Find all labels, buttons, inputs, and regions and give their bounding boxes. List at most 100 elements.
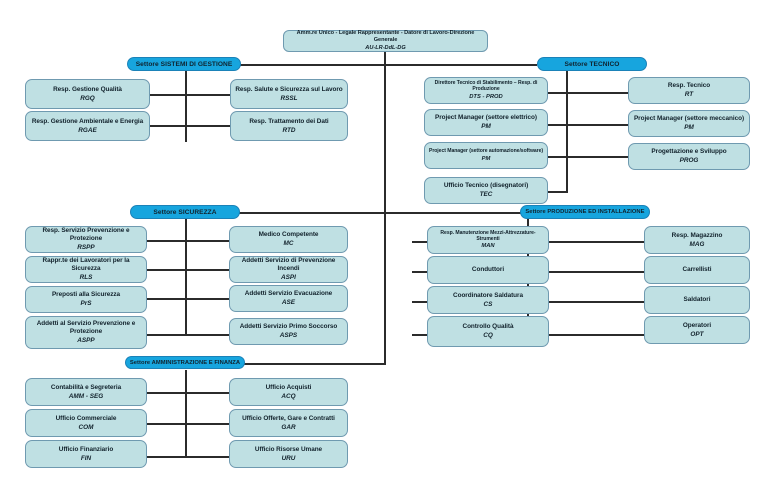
sector-header-amministrazione-finanza[interactable]: Settore AMMINISTRAZIONE E FINANZA xyxy=(125,356,245,369)
node-code: RGAE xyxy=(78,126,97,134)
node-dts-prod[interactable]: Direttore Tecnico di Stabilimento – Resp… xyxy=(424,77,548,104)
node-ufficio-tecnico[interactable]: Ufficio Tecnico (disegnatori) TEC xyxy=(424,177,548,204)
node-title: Ufficio Offerte, Gare e Contratti xyxy=(242,414,335,422)
branch-to-sector-1 xyxy=(384,64,537,66)
node-mag[interactable]: Resp. Magazzino MAG xyxy=(644,226,750,254)
arm-sector-0-row-0 xyxy=(150,94,230,96)
node-rtd[interactable]: Resp. Trattamento dei Dati RTD xyxy=(230,111,348,141)
node-saldatori[interactable]: Saldatori xyxy=(644,286,750,314)
node-code: RT xyxy=(684,91,694,98)
node-uru[interactable]: Ufficio Risorse Umane URU xyxy=(229,440,348,468)
node-code: RTD xyxy=(282,126,296,134)
node-code: COM xyxy=(78,423,94,431)
sector-header-sicurezza[interactable]: Settore SICUREZZA xyxy=(130,205,240,219)
node-title: Rappr.te dei Lavoratori per la Sicurezza xyxy=(42,257,130,272)
arm-sector-2-row-1 xyxy=(147,269,229,271)
node-pm-elettrico[interactable]: Project Manager (settore elettrico) PM xyxy=(424,109,548,136)
node-title: Addetti Servizio di Prevenzione Incendi xyxy=(241,257,336,272)
node-code: RSPP xyxy=(77,244,95,251)
arm-sector-4-row-1 xyxy=(147,423,229,425)
arm-sector-4-row-0 xyxy=(147,392,229,394)
node-title: Addetti Servizio Primo Soccorso xyxy=(239,323,338,330)
arm-sector-4-row-2 xyxy=(147,456,229,458)
node-title: Resp. Salute e Sicurezza sul Lavoro xyxy=(235,85,343,93)
arm-sector-1-row-1 xyxy=(548,124,628,126)
node-code: MAG xyxy=(689,240,705,248)
node-com[interactable]: Ufficio Commerciale COM xyxy=(25,409,147,437)
node-code: DTS - PROD xyxy=(469,93,503,100)
node-code: MC xyxy=(283,240,294,247)
node-code: RGQ xyxy=(80,94,95,102)
node-title: Contabilità e Segreteria xyxy=(50,383,122,391)
arm-sector-2-row-0 xyxy=(147,240,229,242)
node-cs[interactable]: Coordinatore Saldatura CS xyxy=(427,286,549,314)
branch-to-sector-3 xyxy=(384,212,528,214)
node-prs[interactable]: Preposti alla Sicurezza PrS xyxy=(25,286,147,313)
node-title: Controllo Qualità xyxy=(462,323,514,330)
node-code: PrS xyxy=(80,300,92,307)
node-rgae[interactable]: Resp. Gestione Ambientale e Energia RGAE xyxy=(25,111,150,141)
node-aspi[interactable]: Addetti Servizio di Prevenzione Incendi … xyxy=(229,256,348,283)
sector-header-sistemi-di-gestione[interactable]: Settore SISTEMI DI GESTIONE xyxy=(127,57,241,71)
node-mc[interactable]: Medico Competente MC xyxy=(229,226,348,253)
sector-header-label: Settore SISTEMI DI GESTIONE xyxy=(135,60,233,68)
node-title: Coordinatore Saldatura xyxy=(453,291,523,299)
node-man[interactable]: Resp. Manutenzione Mezzi-Attrezzature-St… xyxy=(427,226,549,254)
node-title: Project Manager (settore elettrico) xyxy=(435,114,537,121)
node-fin[interactable]: Ufficio Finanziario FIN xyxy=(25,440,147,468)
sector-header-tecnico[interactable]: Settore TECNICO xyxy=(537,57,647,71)
node-code: GAR xyxy=(281,423,296,431)
node-title: Ufficio Tecnico (disegnatori) xyxy=(443,182,529,189)
node-amm-seg[interactable]: Contabilità e Segreteria AMM - SEG xyxy=(25,378,147,406)
node-title: Resp. Manutenzione Mezzi-Attrezzature-St… xyxy=(440,229,536,242)
arm-sector-2-row-3 xyxy=(147,334,229,336)
node-code: PM xyxy=(481,123,491,130)
node-title: Ufficio Commerciale xyxy=(55,414,117,422)
sector-header-label: Settore PRODUZIONE ED INSTALLAZIONE xyxy=(525,209,645,215)
node-code: FIN xyxy=(80,454,92,462)
node-code: RLS xyxy=(79,274,93,281)
node-code: MAN xyxy=(481,243,495,250)
arm-sector-1-row-0 xyxy=(548,92,628,94)
node-title: Resp. Trattamento dei Dati xyxy=(249,117,329,125)
node-rgq[interactable]: Resp. Gestione Qualità RGQ xyxy=(25,79,150,109)
node-title: Carrellisti xyxy=(682,265,712,273)
node-rls[interactable]: Rappr.te dei Lavoratori per la Sicurezza… xyxy=(25,256,147,283)
sector-header-produzione-installazione[interactable]: Settore PRODUZIONE ED INSTALLAZIONE xyxy=(520,205,650,219)
trunk-vertical-main xyxy=(384,52,386,365)
node-code: ASPS xyxy=(279,332,298,339)
node-prog[interactable]: Progettazione e Sviluppo PROG xyxy=(628,143,750,170)
node-code: PM xyxy=(684,124,694,131)
node-title: Resp. Magazzino xyxy=(671,231,723,239)
node-title: Direttore Tecnico di Stabilimento – Resp… xyxy=(434,80,538,93)
node-acq[interactable]: Ufficio Acquisti ACQ xyxy=(229,378,348,406)
node-title: Progettazione e Sviluppo xyxy=(651,148,727,155)
node-cq[interactable]: Controllo Qualità CQ xyxy=(427,316,549,347)
node-rspp[interactable]: Resp. Servizio Prevenzione e Protezione … xyxy=(25,226,147,253)
node-title: Project Manager (settore meccanico) xyxy=(633,115,745,122)
node-title: Resp. Tecnico xyxy=(667,82,711,89)
node-conduttori[interactable]: Conduttori xyxy=(427,256,549,284)
spine-sector-1 xyxy=(566,71,568,193)
node-title: Resp. Gestione Qualità xyxy=(53,85,122,93)
sector-header-label: Settore AMMINISTRAZIONE E FINANZA xyxy=(129,359,241,366)
node-pm-meccanico[interactable]: Project Manager (settore meccanico) PM xyxy=(628,110,750,137)
node-rt[interactable]: Resp. Tecnico RT xyxy=(628,77,750,104)
arm-sector-2-row-2 xyxy=(147,298,229,300)
arm-sector-1-row-2 xyxy=(548,156,628,158)
node-opt[interactable]: Operatori OPT xyxy=(644,316,750,344)
node-carrellisti[interactable]: Carrellisti xyxy=(644,256,750,284)
node-code: OPT xyxy=(690,330,704,338)
node-root[interactable]: Amm.re Unico - Legale Rappresentante - D… xyxy=(283,30,488,52)
node-code: PROG xyxy=(679,157,699,164)
node-ase[interactable]: Addetti Servizio Evacuazione ASE xyxy=(229,285,348,312)
node-code: TEC xyxy=(479,191,493,198)
node-gar[interactable]: Ufficio Offerte, Gare e Contratti GAR xyxy=(229,409,348,437)
arm-sector-0-row-1 xyxy=(150,125,230,127)
node-asps[interactable]: Addetti Servizio Primo Soccorso ASPS xyxy=(229,318,348,345)
node-rssl[interactable]: Resp. Salute e Sicurezza sul Lavoro RSSL xyxy=(230,79,348,109)
node-title: Preposti alla Sicurezza xyxy=(51,291,121,298)
node-aspp[interactable]: Addetti al Servizio Prevenzione e Protez… xyxy=(25,316,147,349)
node-pm-automazione[interactable]: Project Manager (settore automazione/sof… xyxy=(424,142,548,169)
